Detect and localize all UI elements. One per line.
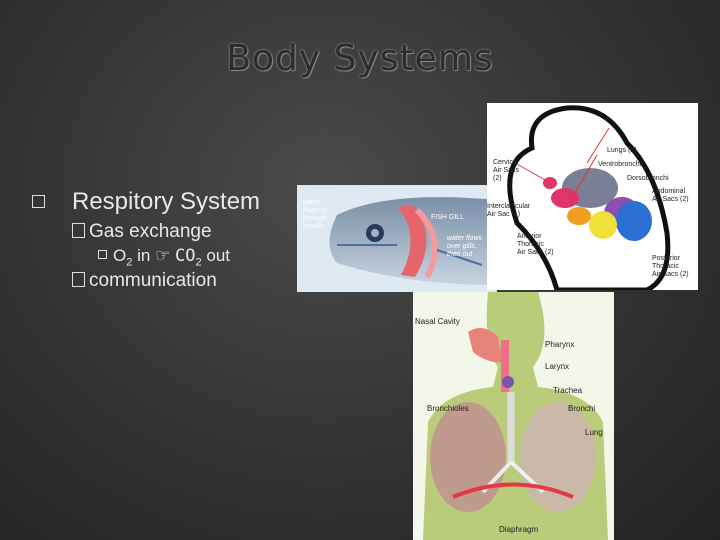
in-text: in	[137, 246, 151, 265]
bird-label-dorsobronchi: Dorsobronchi	[627, 175, 669, 182]
bird-label-line: Cervical	[493, 159, 519, 166]
bullet-text: Respitory System	[72, 188, 261, 215]
fish-label-line: water	[303, 199, 321, 206]
bird-respiratory-image: Lungs (2) Ventrobronchi Cervical Air Sac…	[487, 103, 698, 290]
fish-label-line: then out	[447, 251, 473, 258]
bird-label-line: Air Sacs (2)	[652, 196, 689, 203]
bird-label-line: Air Sacs	[493, 167, 520, 174]
square-bullet-icon	[98, 250, 107, 259]
pointing-hand-icon: ☞	[155, 246, 171, 265]
bird-label-line: Anterior	[517, 233, 542, 240]
fish-gill-image: water flows in through mouth FISH GILL w…	[297, 185, 497, 292]
bullet-text: Gas exchange	[89, 221, 212, 242]
fish-gill-label: FISH GILL	[431, 214, 465, 221]
human-illustration	[423, 292, 608, 540]
bullet-gas-exchange: Gas exchange	[72, 221, 212, 243]
human-label-diaphragm: Diaphragm	[499, 525, 539, 534]
fish-label-line: through	[303, 215, 327, 222]
bullet-communication: communication	[72, 270, 217, 292]
slide-title: Body Systems	[226, 38, 494, 79]
fish-label-line: flows in	[303, 207, 327, 214]
bullet-box-icon	[32, 195, 45, 208]
bird-label-line: (2)	[493, 175, 502, 182]
human-label-trachea: Trachea	[553, 386, 583, 395]
out-text: out	[206, 246, 231, 265]
bird-label-line: Air Sacs (2)	[652, 271, 689, 278]
co2-subscript: 2	[195, 256, 202, 269]
bullet-box-icon	[72, 223, 85, 238]
human-respiratory-image: Nasal Cavity Pharynx Larynx Trachea Bron…	[413, 292, 614, 540]
human-label-larynx: Larynx	[545, 362, 570, 371]
bullet-text: communication	[89, 270, 217, 291]
fish-illustration	[329, 197, 497, 285]
human-label-pharynx: Pharynx	[545, 340, 575, 349]
o2-subscript: 2	[126, 256, 133, 269]
fish-label-line: water flows	[447, 235, 483, 242]
fish-label-line: over gills,	[447, 243, 477, 250]
human-label-bronchi: Bronchi	[568, 404, 596, 413]
bird-label-ventrobronchi: Ventrobronchi	[598, 161, 642, 168]
co2-text: CO	[175, 246, 196, 266]
bird-label-line: Abdominal	[652, 188, 686, 195]
bird-label-line: Posterior	[652, 255, 681, 262]
o2-text: O	[113, 246, 127, 265]
bird-label-lungs: Lungs (2)	[607, 147, 637, 154]
bird-label-line: Interclavicular	[487, 203, 531, 210]
bullet-o2-co2: O2 in ☞ CO2 out	[98, 246, 230, 268]
human-label-bronchioles: Bronchioles	[427, 404, 469, 413]
fish-label-line: mouth	[303, 223, 323, 230]
bird-label-line: Air Sac (1)	[487, 211, 521, 218]
bird-illustration	[507, 105, 671, 290]
bird-label-line: Thoracic	[517, 241, 544, 248]
bird-label-line: Thoracic	[652, 263, 679, 270]
bird-label-line: Air Sacs (2)	[517, 249, 554, 256]
bullet-box-icon	[72, 272, 85, 287]
human-label-nasal-cavity: Nasal Cavity	[415, 317, 460, 326]
human-label-lung: Lung	[585, 428, 603, 437]
